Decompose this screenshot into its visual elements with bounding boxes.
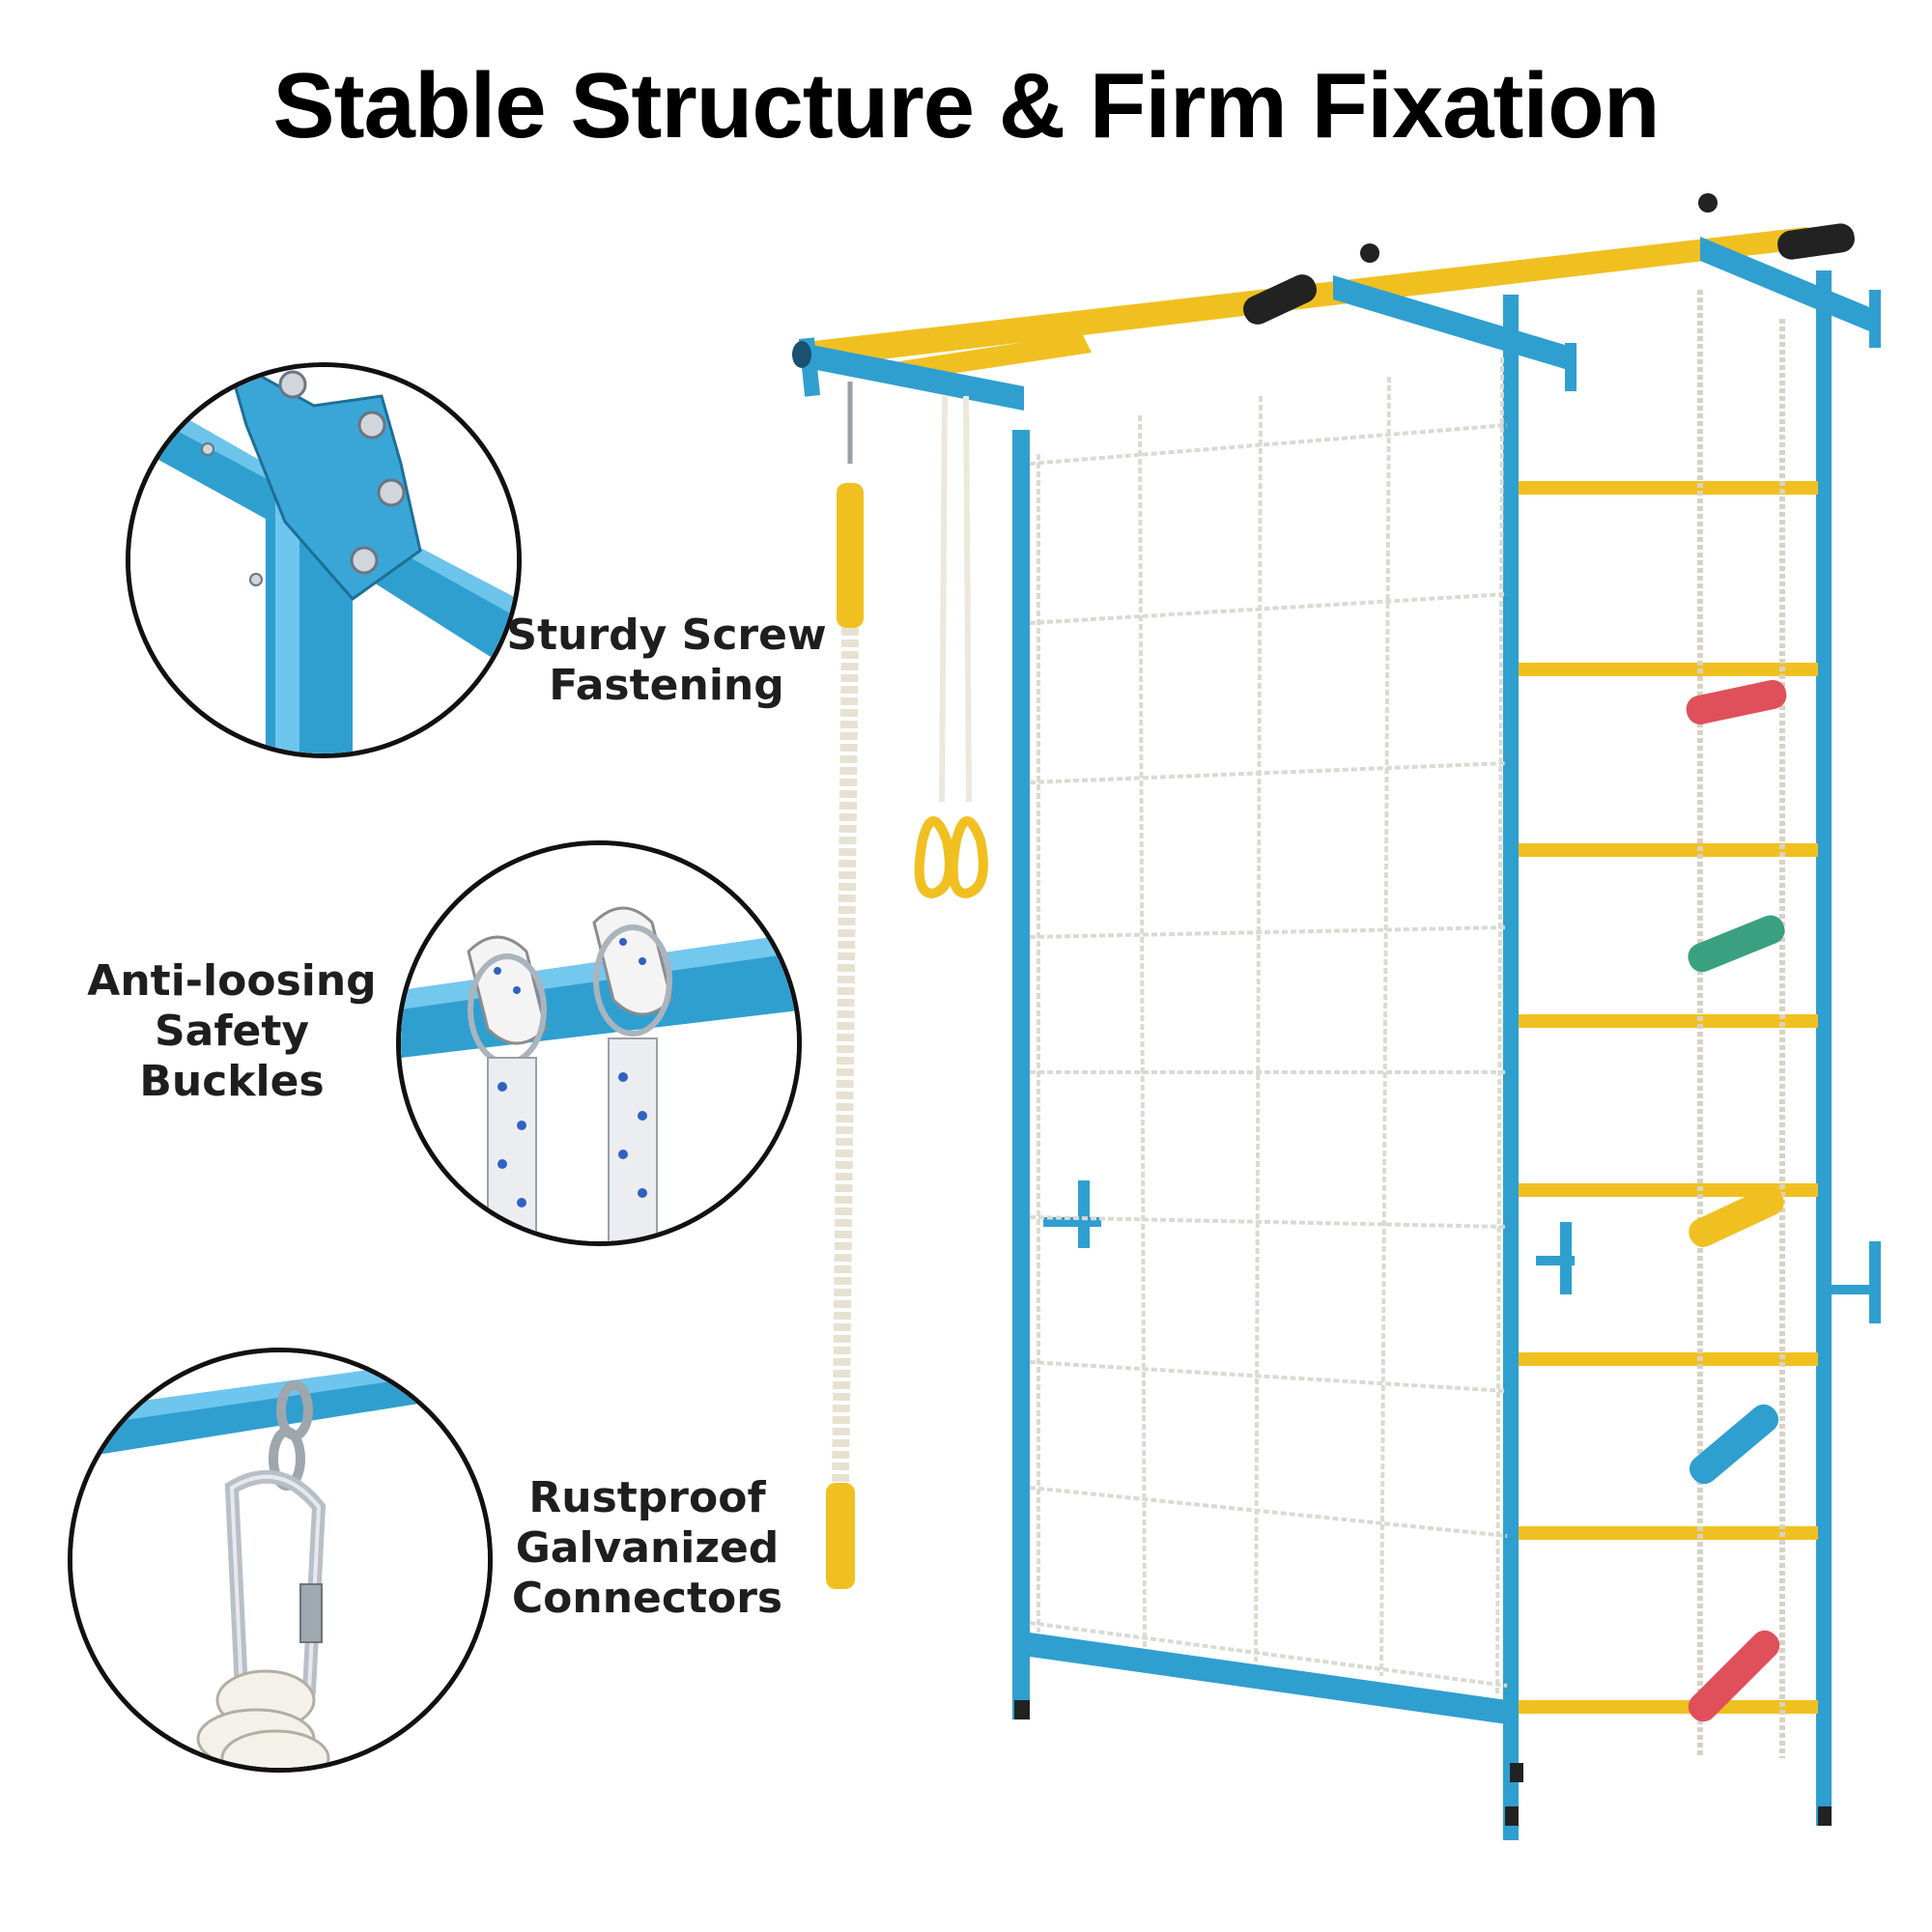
right-front-upright <box>1816 270 1832 1826</box>
right-back-upright <box>1503 295 1519 1840</box>
ladder-rungs <box>1519 481 1818 1714</box>
page-title: Stable Structure & Firm Fixation <box>272 54 1661 157</box>
cargo-net <box>1029 356 1508 1696</box>
rope-ladder <box>1686 290 1787 1758</box>
left-front-upright <box>1012 430 1030 1719</box>
wall-brackets <box>1078 290 1881 1323</box>
safety-buckles-detail-image <box>396 840 802 1246</box>
galvanized-connectors-label: Rustproof Galvanized Connectors <box>511 1473 783 1623</box>
screw-fastening-detail-image <box>126 362 522 758</box>
gym-rings <box>914 395 988 899</box>
climbing-rope <box>826 382 864 1589</box>
screw-fastening-label: Sturdy Screw Fastening <box>506 611 827 710</box>
safety-buckles-label: Anti-loosing Safety Buckles <box>87 956 377 1106</box>
top-frame <box>792 193 1874 411</box>
galvanized-connectors-detail-image <box>68 1348 493 1773</box>
bottom-bar <box>1030 1633 1507 1724</box>
